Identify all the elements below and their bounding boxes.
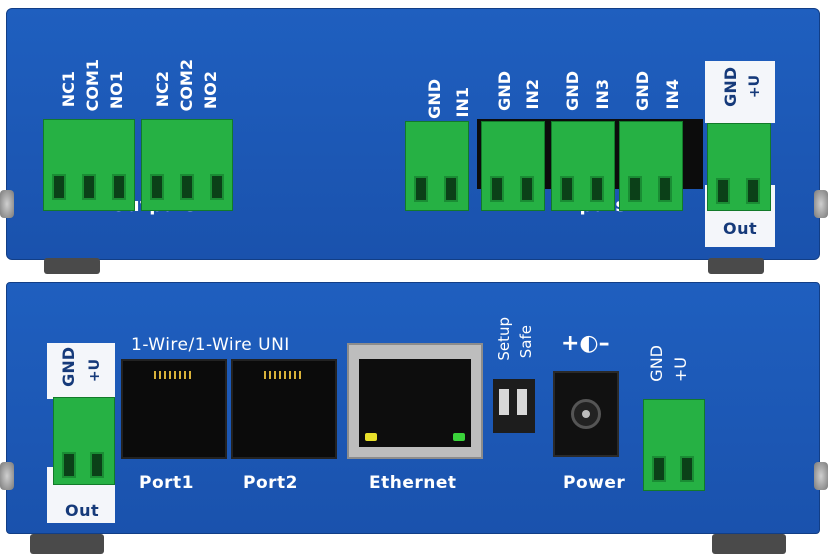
power-out-terminal-bottom[interactable]: [53, 397, 115, 485]
foot-top-right: [708, 258, 764, 274]
label-nc1: NC1: [59, 71, 78, 108]
label-bottom-power-out-plus-u: +U: [87, 359, 103, 383]
label-power-out-plus-u: +U: [747, 75, 763, 99]
ethernet-led-yellow: [365, 433, 377, 441]
label-power-out-gnd: GND: [721, 67, 740, 107]
dip-toggle-setup[interactable]: [499, 389, 509, 415]
power-out-caption-bottom: Out: [65, 501, 100, 520]
label-no2: NO2: [201, 71, 220, 110]
power-out-label-box-top: [705, 61, 775, 123]
foot-bottom-left: [30, 534, 104, 554]
port1-label: Port1: [139, 473, 194, 493]
side-screw-top-right: [814, 190, 828, 218]
foot-top-left: [44, 258, 100, 274]
port1-rj11-jack[interactable]: [121, 359, 227, 459]
side-screw-top-left: [0, 190, 14, 218]
foot-bottom-right: [712, 534, 786, 554]
ethernet-rj45-jack[interactable]: [347, 343, 483, 459]
output-terminal-block-2[interactable]: [141, 119, 233, 211]
dip-switch[interactable]: [493, 379, 535, 433]
dc-power-jack[interactable]: [553, 371, 619, 457]
input-terminal-block-1[interactable]: [405, 121, 469, 211]
input-terminal-block-3[interactable]: [551, 121, 615, 211]
port2-rj11-jack[interactable]: [231, 359, 337, 459]
dip-label-setup: Setup: [495, 317, 513, 361]
top-panel: NC1 COM1 NO1 NC2 COM2 NO2 Outputs GND IN…: [6, 8, 820, 260]
label-no1: NO1: [107, 71, 126, 110]
label-gnd-in2: GND: [495, 71, 514, 111]
label-in3: IN3: [593, 79, 612, 110]
label-gnd-in4: GND: [633, 71, 652, 111]
label-com1: COM1: [83, 59, 102, 112]
side-screw-bottom-left: [0, 462, 14, 490]
label-nc2: NC2: [153, 71, 172, 108]
dip-label-safe: Safe: [517, 325, 535, 359]
dip-toggle-safe[interactable]: [517, 389, 527, 415]
ethernet-label: Ethernet: [369, 473, 457, 493]
onewire-title: 1-Wire/1-Wire UNI: [131, 335, 290, 355]
input-terminal-block-4[interactable]: [619, 121, 683, 211]
power-out-terminal-top[interactable]: [707, 123, 771, 211]
label-in2: IN2: [523, 79, 542, 110]
power-label: Power: [563, 473, 626, 493]
port2-label: Port2: [243, 473, 298, 493]
label-bottom-power-out-gnd: GND: [59, 347, 78, 387]
label-in1: IN1: [453, 87, 472, 118]
polarity-symbol: +◐–: [561, 331, 610, 356]
power-out-caption-top: Out: [723, 219, 758, 238]
power-in-terminal[interactable]: [643, 399, 705, 491]
ethernet-led-green: [453, 433, 465, 441]
label-power-in-plus-u: +U: [671, 357, 690, 383]
side-screw-bottom-right: [814, 462, 828, 490]
label-gnd-in1: GND: [425, 79, 444, 119]
bottom-panel: GND +U Out 1-Wire/1-Wire UNI Port1 Port2…: [6, 282, 820, 534]
power-out-label-box-bottom: [47, 343, 115, 399]
label-power-in-gnd: GND: [647, 345, 666, 382]
label-gnd-in3: GND: [563, 71, 582, 111]
output-terminal-block-1[interactable]: [43, 119, 135, 211]
input-terminal-block-2[interactable]: [481, 121, 545, 211]
label-in4: IN4: [663, 79, 682, 110]
label-com2: COM2: [177, 59, 196, 112]
